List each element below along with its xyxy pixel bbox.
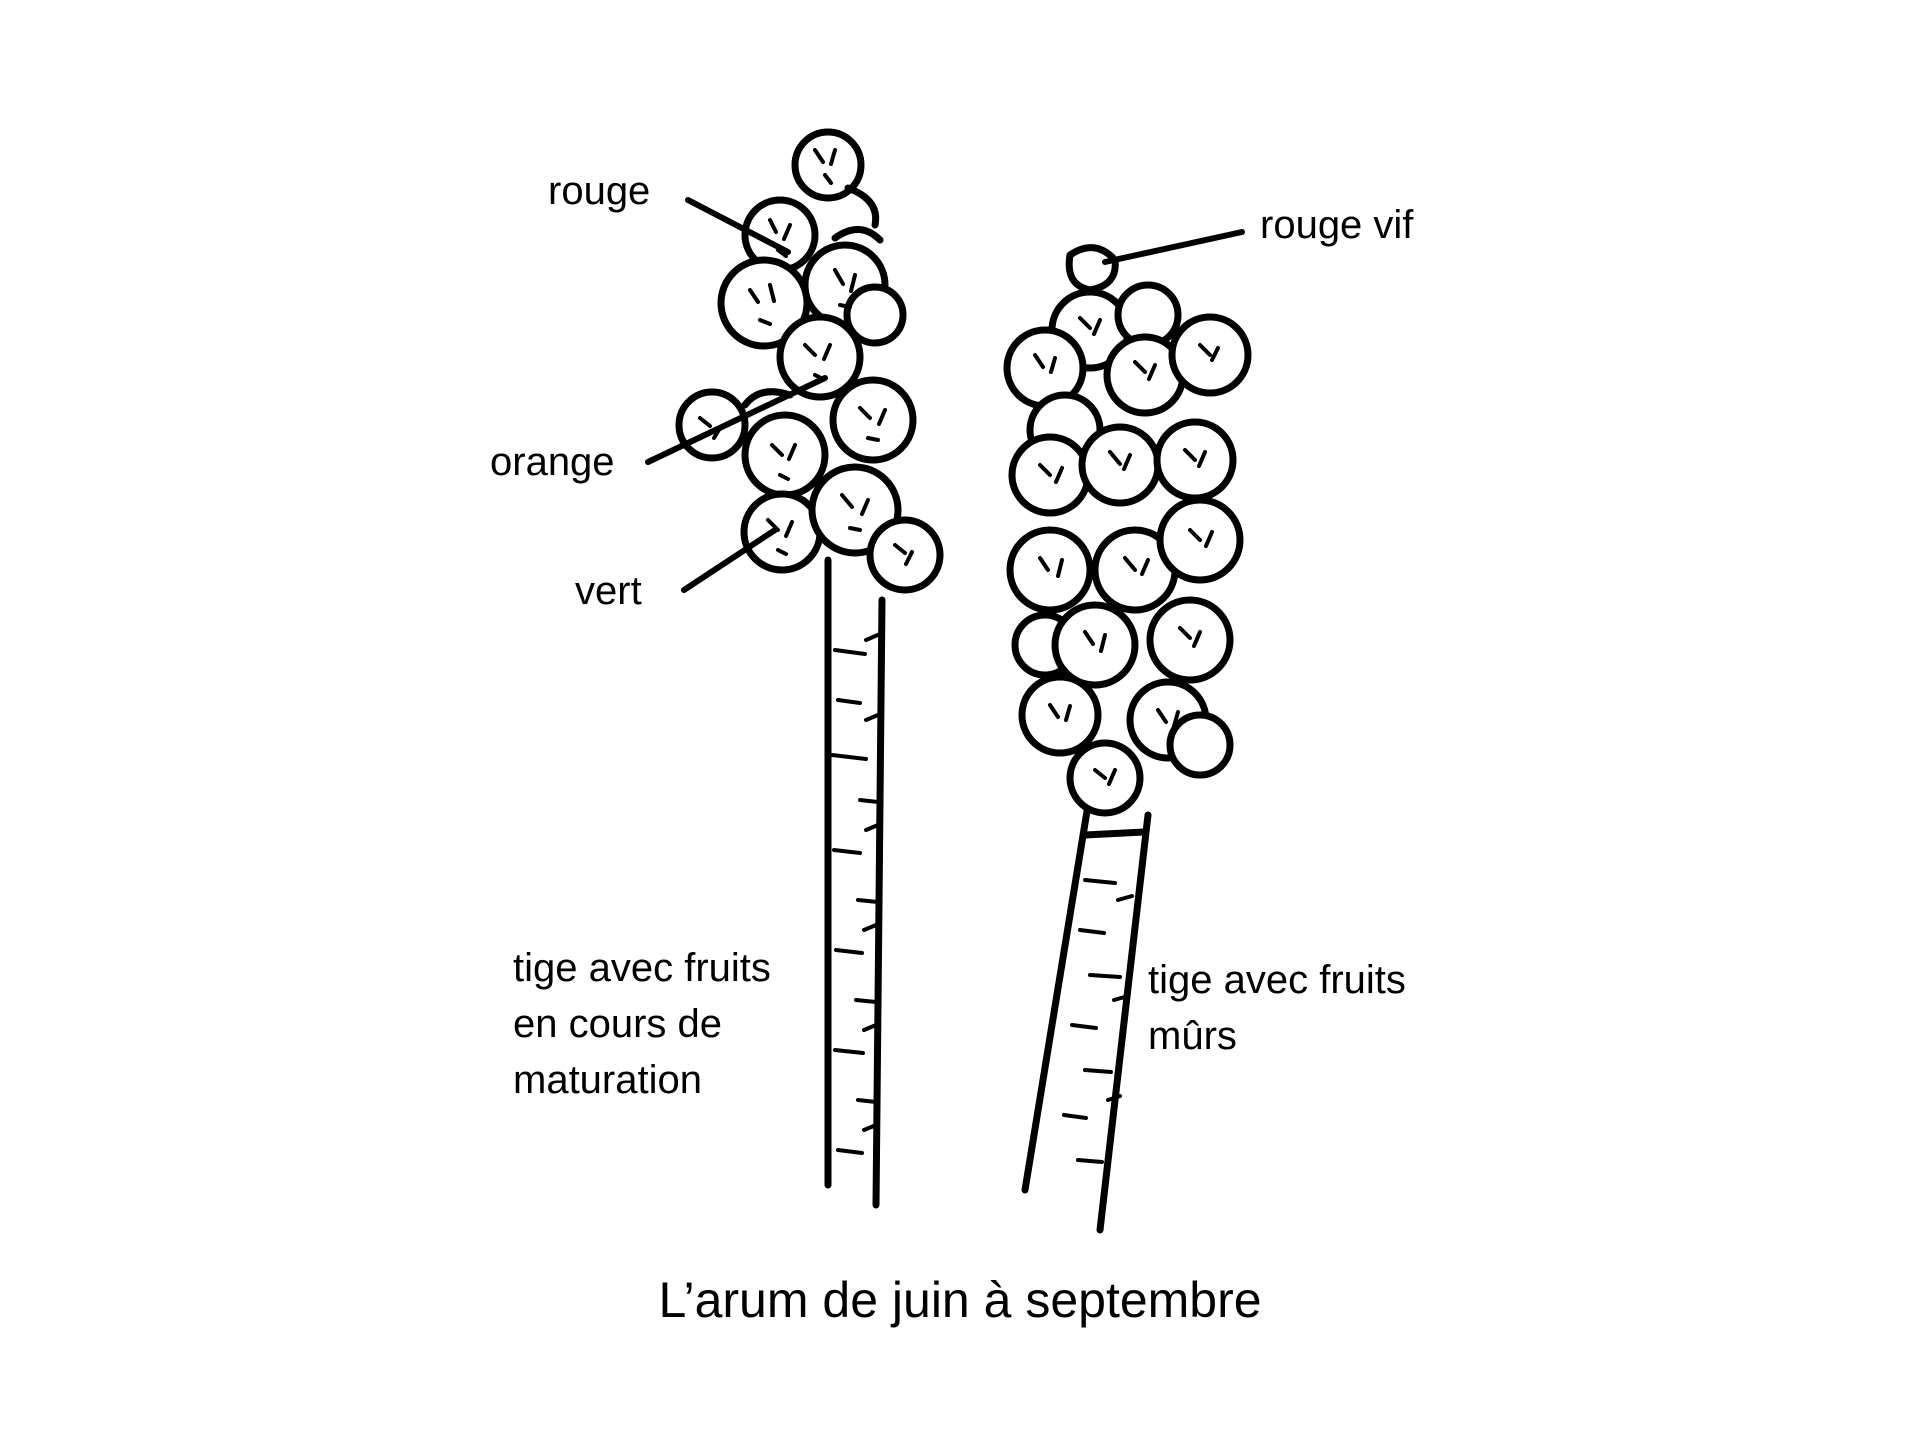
- label-stem-ripe-line: tige avec fruits: [1148, 958, 1406, 1002]
- right-stem: [1021, 801, 1152, 1234]
- label-rouge-vif: rouge vif: [1260, 203, 1414, 247]
- left-berry-cluster: [675, 128, 944, 594]
- label-orange: orange: [490, 440, 615, 484]
- label-rouge: rouge: [548, 169, 651, 213]
- label-stem-ripening-line: maturation: [513, 1058, 702, 1102]
- label-vert: vert: [575, 569, 642, 613]
- figure-caption: L’arum de juin à septembre: [658, 1272, 1262, 1328]
- leader-line-vert: [681, 527, 778, 593]
- right-berry-cluster: [1003, 244, 1252, 817]
- left-stem: [824, 556, 886, 1209]
- label-stem-ripening-line: tige avec fruits: [513, 946, 771, 990]
- label-stem-ripening-line: en cours de: [513, 1002, 723, 1046]
- leader-line-orange: [645, 375, 828, 465]
- leader-lines: [645, 197, 1245, 593]
- label-stem-ripe-line: mûrs: [1148, 1014, 1237, 1058]
- label-stem-ripening: tige avec fruits en cours de maturation: [513, 940, 771, 1108]
- leader-line-rouge-vif: [1102, 229, 1245, 265]
- leader-line-rouge: [685, 197, 791, 255]
- label-stem-ripe: tige avec fruits mûrs: [1148, 952, 1406, 1064]
